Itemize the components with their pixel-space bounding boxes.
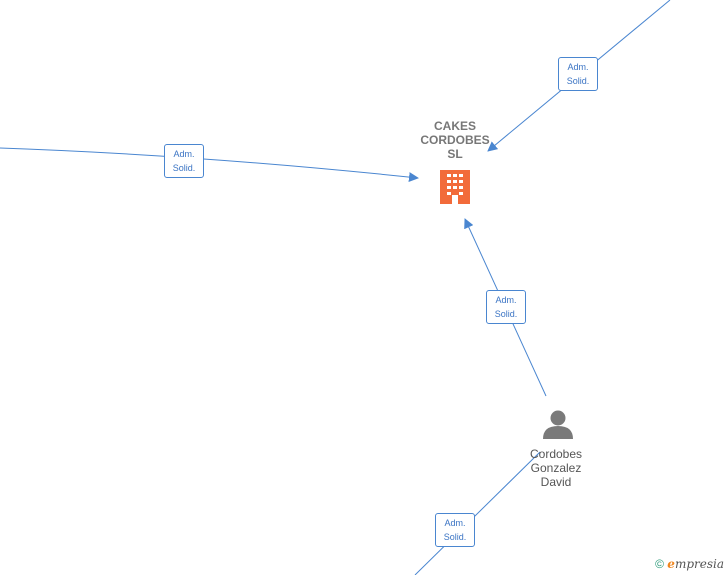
edge-label-line: Adm. xyxy=(444,518,466,528)
person-name[interactable]: Cordobes Gonzalez David xyxy=(516,447,596,489)
edge-label-line: Adm. xyxy=(495,295,517,305)
person-icon[interactable] xyxy=(543,410,573,440)
edge-label-line: Solid. xyxy=(443,532,467,542)
building-icon[interactable] xyxy=(440,170,470,204)
edge-label-line: Solid. xyxy=(172,163,196,173)
company-name-line: CORDOBES xyxy=(420,133,490,147)
edge-label-line: Adm. xyxy=(173,149,195,159)
company-name-line: CAKES xyxy=(433,119,476,133)
person-name-line: David xyxy=(540,475,572,489)
edge-label-line: Adm. xyxy=(567,62,589,72)
edge-label-line: Solid. xyxy=(494,309,518,319)
brand-name: mpresia xyxy=(674,557,724,571)
company-name-line: SL xyxy=(447,147,463,161)
edge-bottom-line xyxy=(414,451,541,575)
edge-label-bottom[interactable]: Adm. Solid. xyxy=(435,513,475,547)
edge-left-line xyxy=(0,147,419,183)
edge-label-top-right[interactable]: Adm. Solid. xyxy=(558,57,598,91)
edge-label-line: Solid. xyxy=(566,76,590,86)
brand-logo[interactable]: empresia xyxy=(667,557,724,571)
edge-label-left[interactable]: Adm. Solid. xyxy=(164,144,204,178)
person-name-line: Gonzalez xyxy=(530,461,582,475)
copyright-symbol: © xyxy=(655,557,664,571)
brand-initial: e xyxy=(667,557,675,571)
person-name-line: Cordobes xyxy=(529,447,583,461)
company-name[interactable]: CAKES CORDOBES SL xyxy=(408,119,502,161)
edge-label-person[interactable]: Adm. Solid. xyxy=(486,290,526,324)
copyright-footer: © empresia xyxy=(655,557,724,571)
